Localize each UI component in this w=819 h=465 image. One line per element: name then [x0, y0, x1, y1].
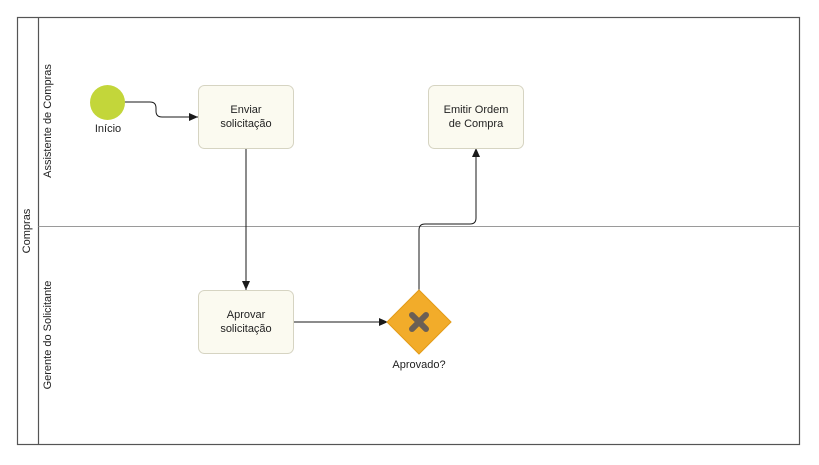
task-enviar-label-line1: Enviar [230, 104, 262, 116]
lane-label-gerente: Gerente do Solicitante [42, 281, 54, 390]
pool-label: Compras [21, 208, 33, 253]
task-aprovar-label-line2: solicitação [220, 323, 271, 335]
start-event-label: Início [95, 123, 121, 135]
flow-start-to-enviar[interactable] [124, 101, 198, 121]
start-event[interactable]: Início [90, 85, 125, 135]
lane-gerente: Gerente do Solicitante [42, 281, 54, 390]
task-aprovar-box[interactable] [198, 290, 294, 354]
task-aprovar-label-line1: Aprovar [227, 309, 266, 321]
task-aprovar-solicitacao[interactable]: Aprovar solicitação [198, 290, 294, 354]
task-enviar-solicitacao[interactable]: Enviar solicitação [198, 85, 294, 149]
task-emitir-ordem[interactable]: Emitir Ordem de Compra [428, 85, 524, 149]
task-emitir-label-line2: de Compra [449, 118, 504, 130]
start-event-circle[interactable] [90, 85, 125, 120]
pool: Compras [16, 16, 801, 446]
gateway-x-icon [409, 312, 429, 332]
gateway-label: Aprovado? [392, 359, 445, 371]
flow-gateway-to-emitir[interactable] [418, 148, 480, 290]
task-emitir-box[interactable] [428, 85, 524, 149]
pool-border [16, 16, 801, 446]
exclusive-gateway[interactable]: Aprovado? [386, 289, 452, 371]
task-enviar-label-line2: solicitação [220, 118, 271, 130]
lane-label-assistente: Assistente de Compras [42, 64, 54, 178]
task-enviar-box[interactable] [198, 85, 294, 149]
task-emitir-label-line1: Emitir Ordem [444, 104, 509, 116]
lane-assistente: Assistente de Compras [42, 64, 54, 178]
